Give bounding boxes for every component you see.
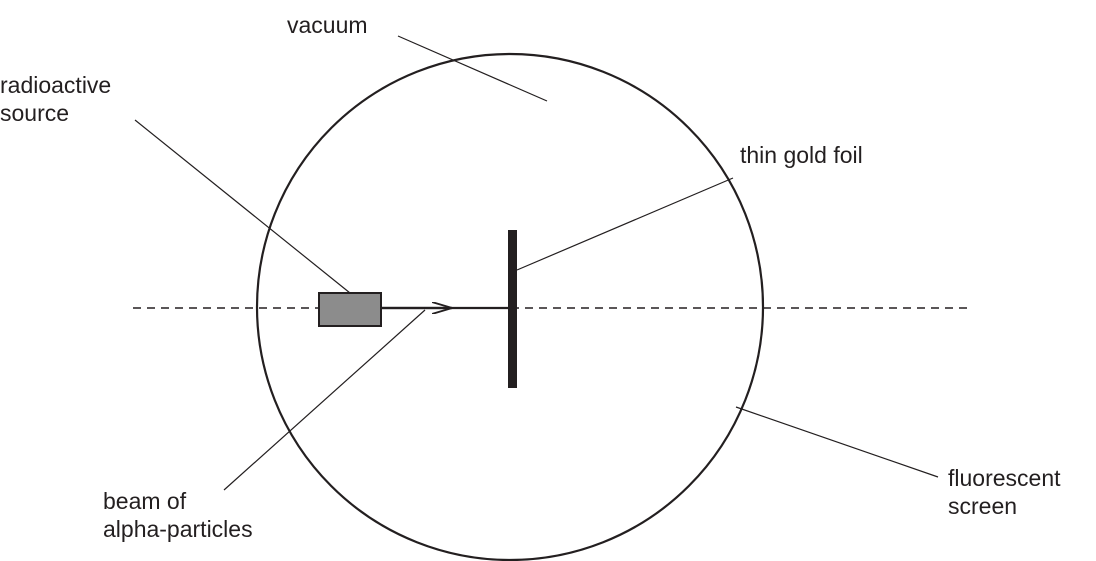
fluorescent-screen-label: fluorescent screen [948,464,1061,520]
beam-label-line-2: alpha-particles [103,516,253,542]
fluorescent-screen-circle [255,52,765,561]
vacuum-label: vacuum [287,11,368,39]
fluorescent-screen-label-line-2: screen [948,493,1018,519]
beam-leader-line [223,309,426,491]
radioactive-source-label-line-2: source [0,100,70,126]
thin-gold-foil-label-text: thin gold foil [740,142,863,168]
vacuum-leader-line [397,35,548,102]
thin-gold-foil-label: thin gold foil [740,141,863,169]
radioactive-source-label-line-1: radioactive [0,72,112,98]
source-leader-line [134,119,351,294]
beam-label: beam of alpha-particles [103,487,253,543]
screen-leader-line [735,406,939,478]
beam-label-line-1: beam of [103,488,187,514]
vacuum-label-text: vacuum [287,12,368,38]
radioactive-source-label: radioactive source [0,71,111,127]
foil-leader-line [516,177,734,271]
fluorescent-screen-label-line-1: fluorescent [948,465,1061,491]
gold-foil [508,230,517,388]
radioactive-source-box [318,292,382,327]
